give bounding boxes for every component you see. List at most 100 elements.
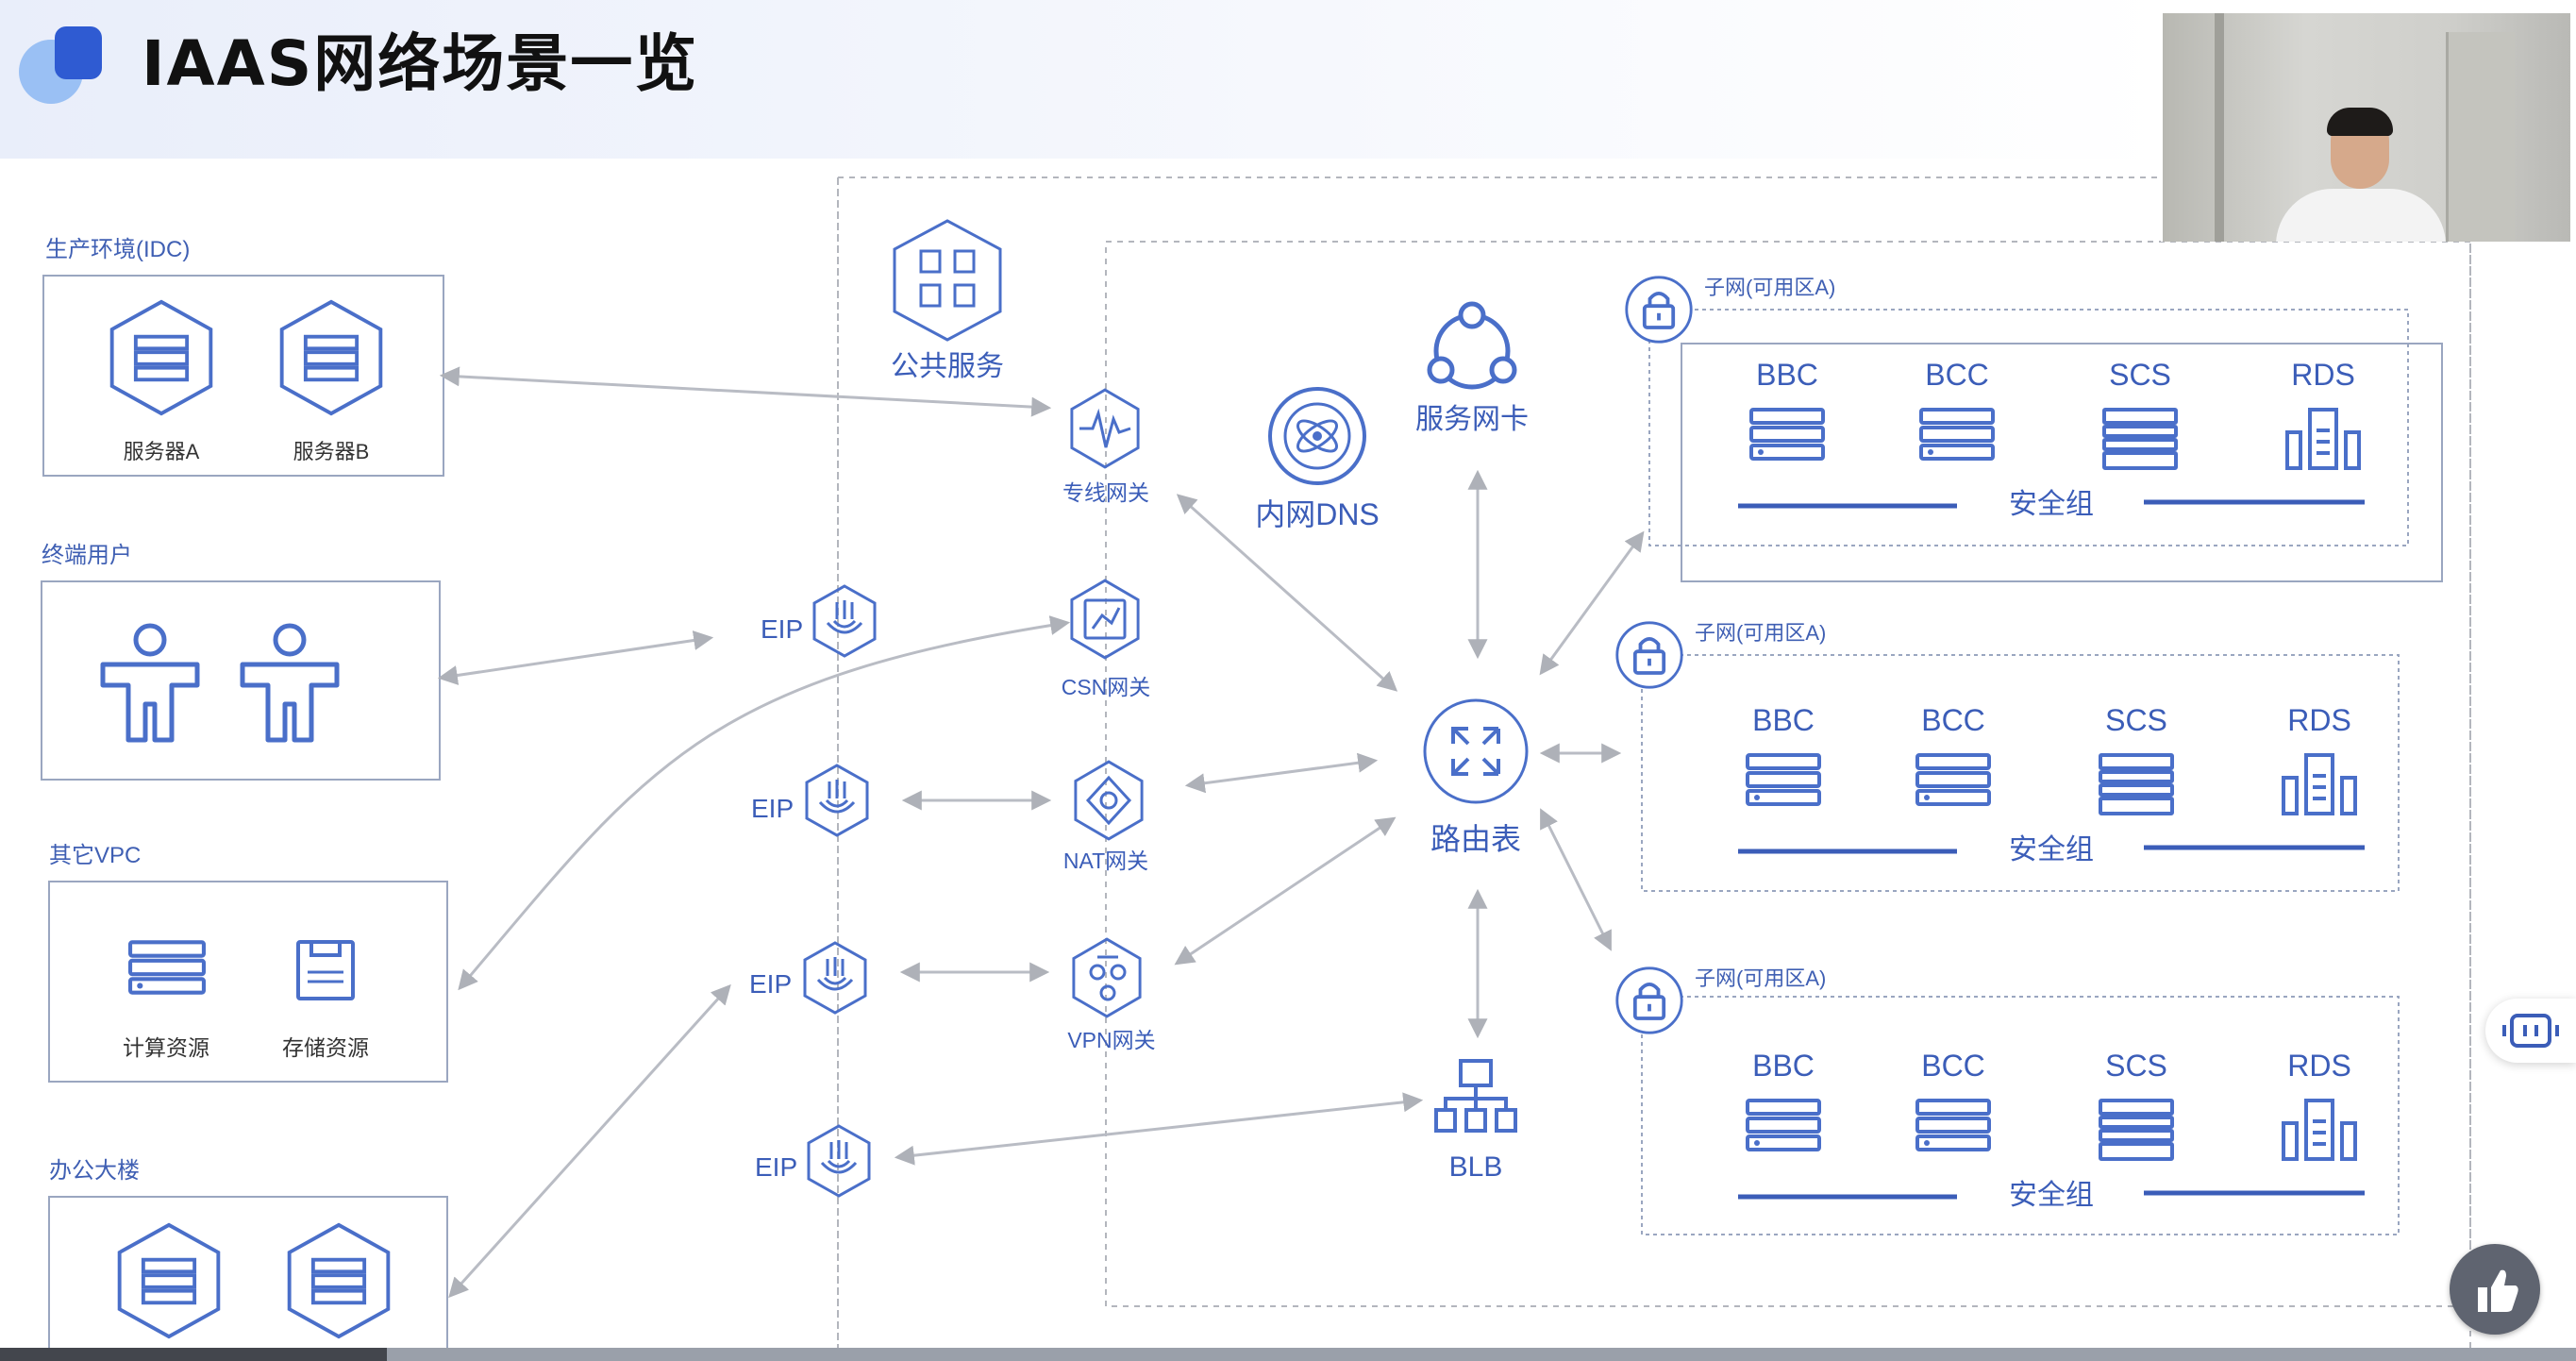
subnet-panel: 子网(可用区A) BBC BCC SCS RDS 安全组 bbox=[1614, 620, 2400, 892]
connector-vpn-route bbox=[1174, 816, 1397, 966]
eip-icon bbox=[807, 1124, 871, 1198]
resource-label: BCC bbox=[1925, 358, 1989, 392]
expand-arrows-icon bbox=[1423, 698, 1529, 804]
idc-group-box bbox=[42, 275, 444, 477]
subnet-box bbox=[1648, 309, 2409, 546]
user-icon bbox=[103, 626, 197, 740]
connector-idc-dedicated bbox=[439, 366, 1052, 417]
webcam-video bbox=[2161, 13, 2570, 242]
thumbs-up-icon bbox=[2478, 1269, 2518, 1312]
vpn-gateway-label: VPN网关 bbox=[1067, 1028, 1155, 1052]
resource-label: BBC bbox=[1752, 703, 1815, 737]
office-server-icon bbox=[117, 1222, 221, 1339]
eip-label: EIP bbox=[751, 794, 794, 823]
slide-title: IAAS网络场景一览 bbox=[142, 27, 699, 100]
csn-icon bbox=[1083, 598, 1127, 640]
hierarchy-icon bbox=[1434, 1059, 1517, 1133]
share-nodes-icon bbox=[1427, 301, 1517, 390]
lock-icon bbox=[1614, 966, 1684, 1035]
server-icon bbox=[1749, 408, 1825, 461]
users-group-label: 终端用户 bbox=[42, 543, 132, 568]
compute-label: 计算资源 bbox=[123, 1035, 209, 1060]
nat-gateway-hex bbox=[1074, 760, 1144, 841]
storage-icon bbox=[296, 940, 355, 1000]
bottom-progress-bar bbox=[0, 1348, 2576, 1361]
lock-icon bbox=[1614, 620, 1684, 690]
resource-label: BBC bbox=[1752, 1049, 1815, 1083]
security-group-label: 安全组 bbox=[2009, 834, 2094, 865]
eip-label: EIP bbox=[761, 614, 803, 644]
server-b-label: 服务器B bbox=[293, 440, 370, 463]
security-group-label: 安全组 bbox=[2009, 489, 2094, 520]
csn-gateway-label: CSN网关 bbox=[1062, 675, 1151, 699]
database-bars-icon bbox=[2282, 753, 2357, 815]
resource-label: SCS bbox=[2109, 358, 2171, 392]
server-icon bbox=[1915, 753, 1991, 806]
blb-label: BLB bbox=[1449, 1151, 1503, 1183]
vpn-icon bbox=[1089, 955, 1127, 1001]
office-group-label: 办公大楼 bbox=[49, 1158, 140, 1184]
server-icon bbox=[1919, 408, 1995, 461]
other-vpc-group-label: 其它VPC bbox=[49, 843, 141, 868]
resource-label: RDS bbox=[2287, 703, 2351, 737]
public-service-label: 公共服务 bbox=[891, 351, 1004, 382]
subnet-label: 子网(可用区A) bbox=[1695, 621, 1826, 645]
server-icon bbox=[1915, 1099, 1991, 1151]
progress-track bbox=[387, 1348, 2576, 1361]
connector-office-eip bbox=[448, 983, 731, 1299]
user-icon bbox=[243, 626, 337, 740]
eip-icon bbox=[803, 941, 867, 1015]
lock-icon bbox=[1624, 275, 1694, 344]
grid-apps-icon bbox=[893, 219, 1002, 342]
connector-users-eip bbox=[437, 630, 714, 685]
subnet-box bbox=[1641, 654, 2400, 892]
server-icon bbox=[1746, 753, 1821, 806]
subnet-label: 子网(可用区A) bbox=[1695, 966, 1826, 990]
robot-icon bbox=[2502, 1014, 2559, 1048]
storage-label: 存储资源 bbox=[282, 1035, 369, 1060]
eip-label: EIP bbox=[755, 1152, 797, 1182]
eni-label: 服务网卡 bbox=[1415, 404, 1529, 435]
server-a-icon bbox=[109, 299, 213, 416]
route-table-label: 路由表 bbox=[1430, 822, 1521, 856]
like-button[interactable] bbox=[2450, 1244, 2540, 1335]
nat-icon bbox=[1085, 775, 1132, 826]
subnet-box-shadow bbox=[1681, 343, 2443, 582]
resource-label: BCC bbox=[1921, 1049, 1985, 1083]
resource-label: BCC bbox=[1921, 703, 1985, 737]
subnet-label: 子网(可用区A) bbox=[1704, 276, 1835, 299]
connector-vpc-csn bbox=[458, 615, 1071, 991]
connector-nat-route bbox=[1184, 752, 1379, 794]
resource-label: BBC bbox=[1756, 358, 1818, 392]
subnet-panel: 子网(可用区A) BBC BCC SCS RDS 安全组 bbox=[1624, 275, 2443, 582]
resource-label: SCS bbox=[2105, 703, 2167, 737]
cache-server-icon bbox=[2102, 408, 2178, 470]
office-server-icon bbox=[287, 1222, 391, 1339]
subnet-box bbox=[1641, 996, 2400, 1235]
vpc-outer-boundary bbox=[837, 176, 2471, 1358]
slide-header: IAAS网络场景一览 bbox=[0, 0, 2170, 159]
brand-logo-icon bbox=[19, 26, 102, 104]
server-icon bbox=[1746, 1099, 1821, 1151]
server-a-label: 服务器A bbox=[124, 440, 200, 463]
office-group-box bbox=[48, 1196, 448, 1361]
server-b-icon bbox=[279, 299, 383, 416]
connector-dedicated-route bbox=[1176, 494, 1398, 692]
dedicated-gateway-label: 专线网关 bbox=[1062, 480, 1149, 505]
vpc-inner-boundary bbox=[1105, 241, 2471, 1307]
security-group-label: 安全组 bbox=[2009, 1180, 2094, 1211]
eip-label: EIP bbox=[749, 969, 792, 999]
idc-group-label: 生产环境(IDC) bbox=[45, 237, 190, 262]
database-bars-icon bbox=[2282, 1099, 2357, 1161]
resource-label: RDS bbox=[2291, 358, 2355, 392]
connector-route-subnet3 bbox=[1540, 808, 1612, 951]
dns-icon bbox=[1268, 387, 1366, 485]
cache-server-icon bbox=[2099, 753, 2174, 815]
side-robot-button[interactable] bbox=[2485, 999, 2576, 1063]
other-vpc-group-box bbox=[48, 881, 448, 1083]
connector-eip-blb bbox=[894, 1092, 1424, 1166]
database-bars-icon bbox=[2285, 408, 2361, 470]
